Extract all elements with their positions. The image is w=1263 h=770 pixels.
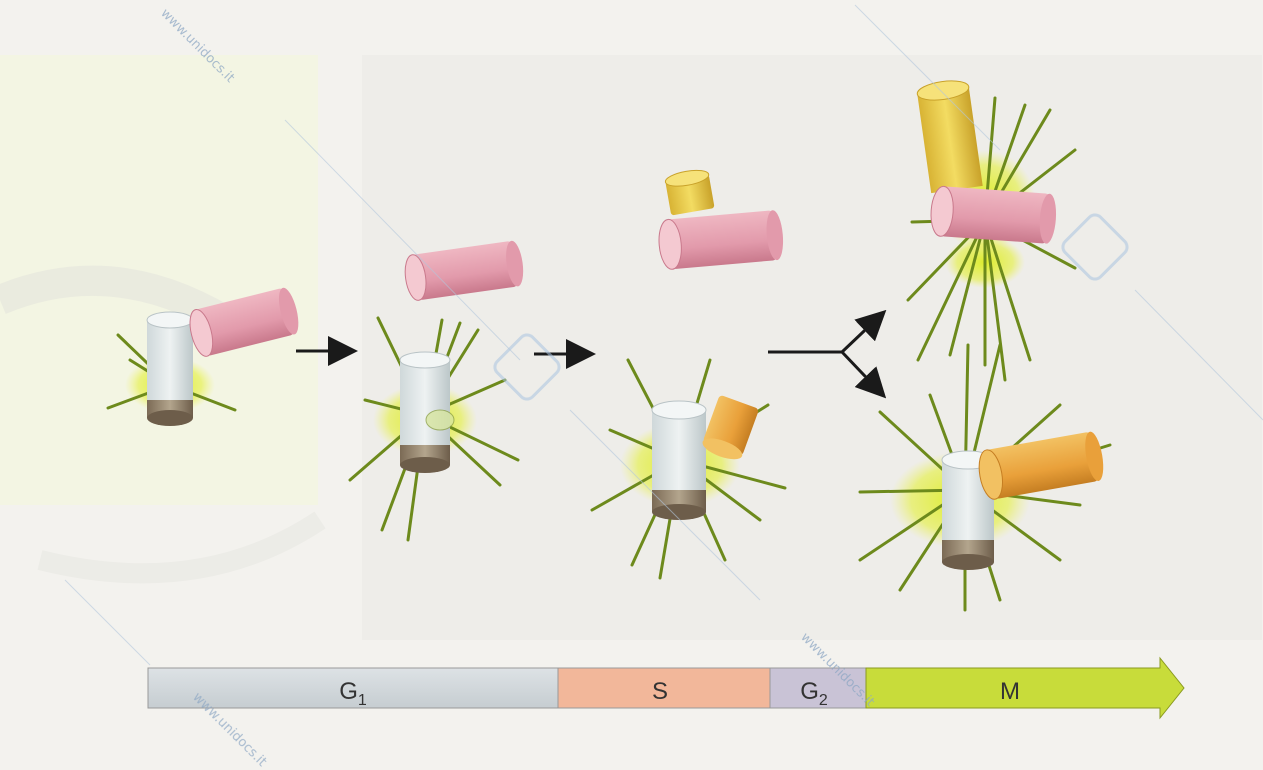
phase-label-m: M bbox=[980, 678, 1040, 710]
phase-label-g2: G2 bbox=[784, 678, 844, 710]
phase-label-s: S bbox=[630, 678, 690, 710]
phase-label-g1: G1 bbox=[318, 678, 388, 710]
